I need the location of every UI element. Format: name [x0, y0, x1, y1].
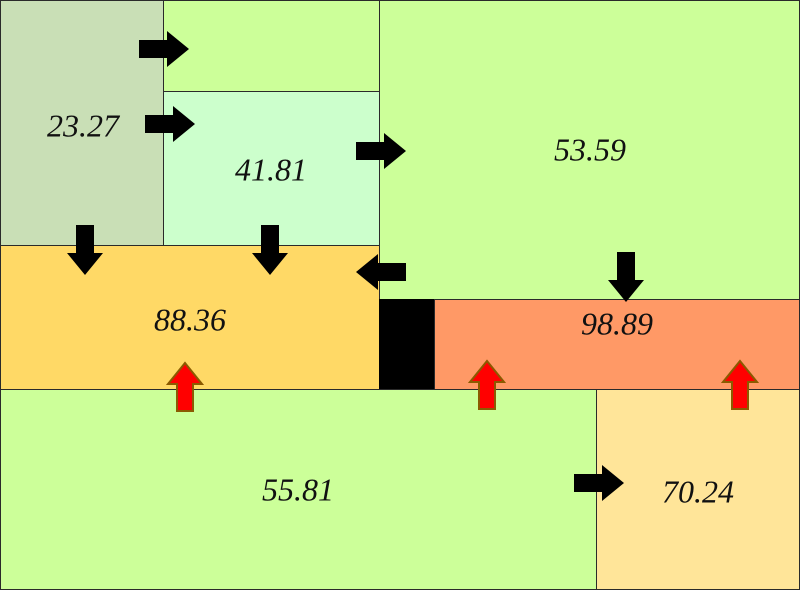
red-up-arrow-icon: [165, 361, 205, 412]
black-down-arrow-icon: [608, 252, 644, 302]
region-88-36: [0, 245, 380, 390]
value-label: 88.36: [154, 301, 226, 338]
black-right-arrow-icon: [574, 465, 624, 501]
black-right-arrow-icon: [139, 31, 189, 67]
black-left-arrow-icon: [356, 254, 406, 290]
region-55-81: [0, 389, 597, 590]
black-down-arrow-icon: [252, 225, 288, 275]
value-label: 55.81: [262, 471, 334, 508]
red-up-arrow-icon: [467, 359, 507, 410]
value-label: 98.89: [581, 305, 653, 342]
region-41-81: [163, 91, 380, 246]
value-label: 53.59: [554, 131, 626, 168]
red-up-arrow-icon: [720, 359, 760, 410]
black-blocker: [379, 299, 435, 390]
value-label: 41.81: [235, 151, 307, 188]
region-top-strip: [163, 0, 380, 92]
value-label: 23.27: [47, 107, 119, 144]
black-down-arrow-icon: [67, 225, 103, 275]
black-right-arrow-icon: [145, 106, 195, 142]
black-right-arrow-icon: [356, 133, 406, 169]
value-label: 70.24: [662, 473, 734, 510]
region-23-27: [0, 0, 164, 246]
